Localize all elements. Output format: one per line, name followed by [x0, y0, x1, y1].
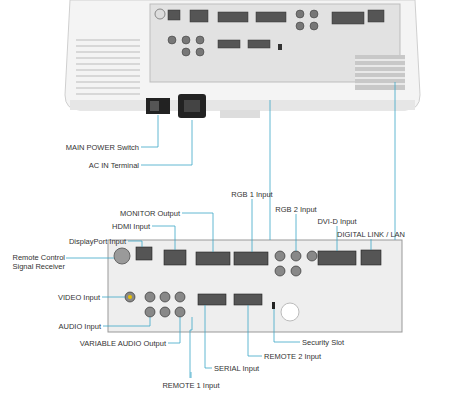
callout-label: RGB 2 Input: [275, 205, 316, 214]
callout-label: DIGITAL LINK / LAN: [337, 230, 405, 239]
callout-label: MONITOR Output: [120, 209, 180, 218]
callout-label: AUDIO Input: [58, 322, 101, 331]
callout-label: VARIABLE AUDIO Output: [80, 339, 166, 348]
callout-label: RGB 1 Input: [231, 190, 272, 199]
callout-label: Security Slot: [302, 338, 344, 347]
callout-label: REMOTE 1 Input: [162, 381, 219, 390]
callout-label: SERIAL Input: [214, 364, 259, 373]
callout-label: Remote Control Signal Receiver: [3, 253, 65, 271]
callout-label: VIDEO Input: [58, 293, 100, 302]
callout-label: AC IN Terminal: [89, 161, 139, 170]
callout-label: DVI-D Input: [317, 217, 356, 226]
callout-label: REMOTE 2 Input: [264, 352, 321, 361]
callout-label: MAIN POWER Switch: [66, 143, 139, 152]
callout-label: HDMI Input: [112, 222, 150, 231]
callout-label: DisplayPort Input: [69, 237, 126, 246]
